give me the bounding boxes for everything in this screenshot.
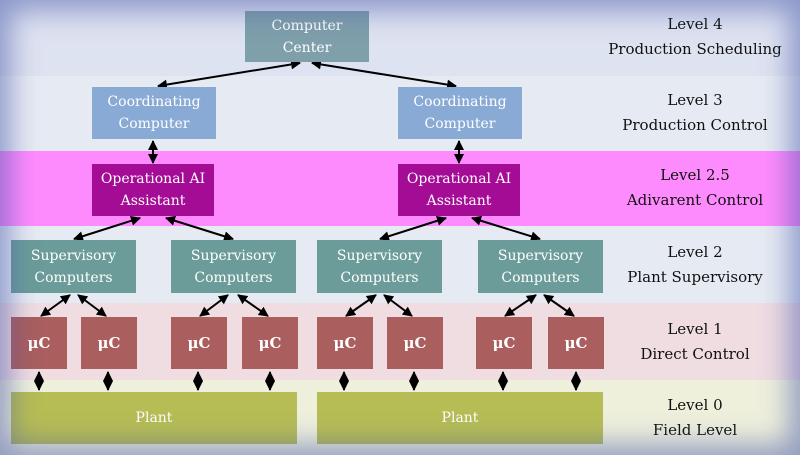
- level-name: Production Control: [622, 116, 768, 134]
- supervisory-computers-4: Supervisory Computers: [478, 240, 603, 293]
- level-number: Level 2: [667, 243, 723, 261]
- link-sup4-mc8: [543, 294, 575, 317]
- link-sup3-mc5: [345, 294, 377, 317]
- supervisory-computers-1: Supervisory Computers: [11, 240, 136, 293]
- computer-center-node: Computer Center: [245, 11, 369, 62]
- microcontroller-5: μC: [317, 317, 373, 369]
- link-ai-sup-4: [471, 215, 541, 242]
- level-name: Direct Control: [640, 345, 750, 363]
- coordinating-computer-right: Coordinating Computer: [398, 87, 522, 139]
- microcontroller-6: μC: [387, 317, 443, 369]
- level-label-1: Level 1 Direct Control: [600, 317, 790, 367]
- level-label-3: Level 3 Production Control: [600, 88, 790, 138]
- level-label-2-5: Level 2.5 Adivarent Control: [600, 163, 790, 213]
- level-name: Adivarent Control: [626, 191, 764, 209]
- supervisory-computers-3: Supervisory Computers: [317, 240, 442, 293]
- link-sup1-mc1: [40, 294, 71, 317]
- link-ai-sup-2: [165, 215, 234, 242]
- link-center-coord-right: [311, 59, 457, 90]
- microcontroller-2: μC: [81, 317, 137, 369]
- link-center-coord-left: [157, 59, 301, 90]
- microcontroller-8: μC: [548, 317, 604, 369]
- level-number: Level 4: [667, 15, 723, 33]
- ai-assistant-left: Operational AI Assistant: [92, 164, 214, 216]
- microcontroller-3: μC: [171, 317, 227, 369]
- plant-right: Plant: [317, 392, 603, 444]
- level-name: Plant Supervisory: [627, 268, 763, 286]
- level-number: Level 3: [667, 91, 723, 109]
- level-number: Level 1: [667, 320, 723, 338]
- link-sup2-mc3: [199, 294, 229, 317]
- level-label-0: Level 0 Field Level: [600, 393, 790, 443]
- microcontroller-7: μC: [476, 317, 532, 369]
- plant-left: Plant: [11, 392, 297, 444]
- link-sup1-mc2: [77, 294, 107, 317]
- level-name: Production Scheduling: [608, 40, 782, 58]
- ai-assistant-right: Operational AI Assistant: [398, 164, 520, 216]
- coordinating-computer-left: Coordinating Computer: [92, 87, 216, 139]
- link-sup3-mc6: [383, 294, 413, 317]
- supervisory-computers-2: Supervisory Computers: [171, 240, 296, 293]
- link-ai-sup-1: [73, 215, 141, 242]
- link-ai-sup-3: [379, 215, 447, 242]
- level-number: Level 0: [667, 396, 723, 414]
- level-name: Field Level: [652, 421, 738, 439]
- level-label-4: Level 4 Production Scheduling: [600, 12, 790, 62]
- level-label-2: Level 2 Plant Supervisory: [600, 240, 790, 290]
- link-sup2-mc4: [237, 294, 269, 317]
- microcontroller-1: μC: [11, 317, 67, 369]
- microcontroller-4: μC: [242, 317, 298, 369]
- level-number: Level 2.5: [660, 166, 730, 184]
- link-sup4-mc7: [504, 294, 537, 317]
